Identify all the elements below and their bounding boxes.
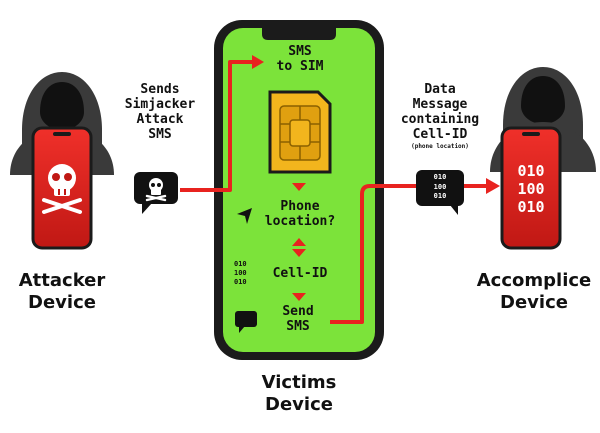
victim-binary: 010 100 010	[234, 260, 247, 286]
step-arrow-3	[292, 293, 306, 301]
accomplice-caption: Data Message containing Cell-ID (phone l…	[400, 82, 480, 150]
victim-device-label: Victims Device	[261, 372, 337, 415]
attacker-caption: Sends Simjacker Attack SMS	[124, 82, 196, 142]
step-sms-to-sim: SMS to SIM	[276, 44, 324, 74]
sim-card-icon	[268, 90, 332, 174]
data-message-bubble	[416, 170, 464, 215]
step-cell-id: Cell-ID	[272, 266, 328, 281]
accomplice-device-label: Accomplice Device	[476, 270, 592, 313]
exfil-flow-path	[330, 178, 500, 324]
step-send-sms: Send SMS	[282, 304, 314, 334]
step-arrow-2	[292, 238, 306, 257]
accomplice-phone	[500, 126, 562, 250]
skull-icon	[42, 164, 82, 214]
location-arrow-icon	[237, 208, 252, 224]
step-arrow-1	[292, 183, 306, 191]
data-bubble-binary: 010 100 010	[433, 173, 447, 200]
attacker-sms-bubble	[134, 172, 178, 214]
attack-flow-path	[180, 55, 264, 192]
step-phone-location: Phone location?	[264, 199, 336, 229]
chat-bubble-icon	[235, 311, 257, 333]
accomplice-phone-binary: 010 100 010	[517, 162, 545, 216]
attacker-device-label: Attacker Device	[18, 270, 106, 313]
